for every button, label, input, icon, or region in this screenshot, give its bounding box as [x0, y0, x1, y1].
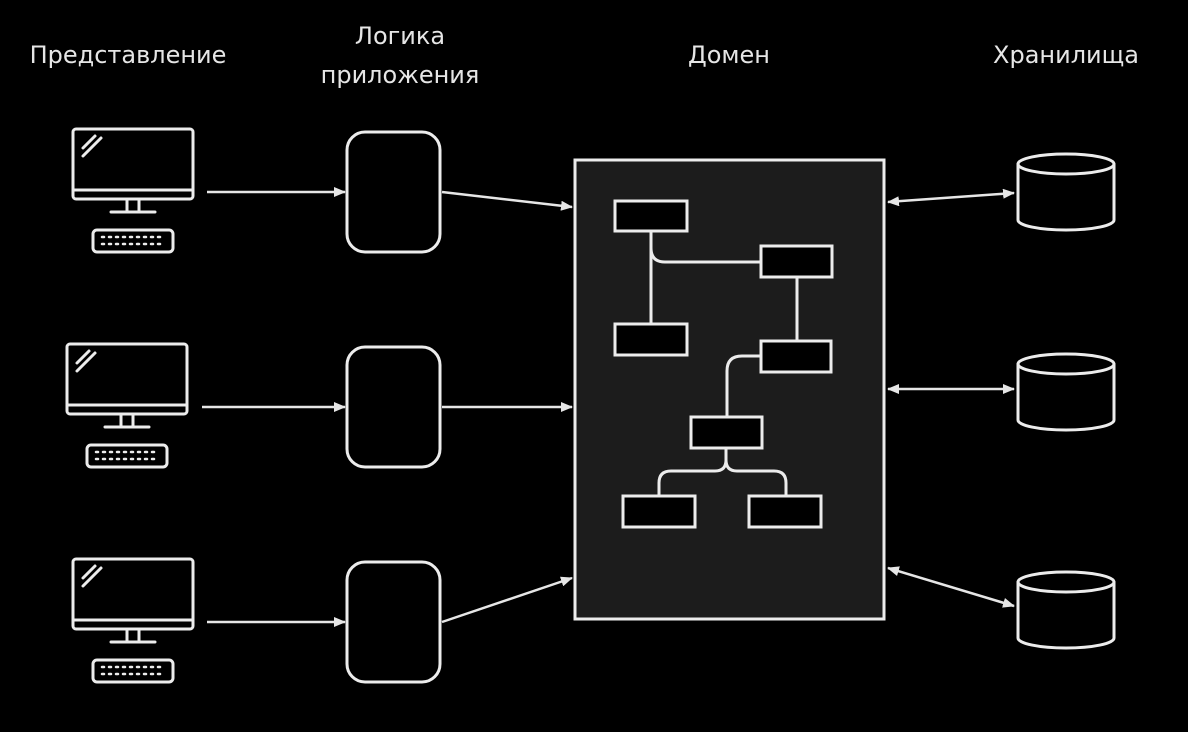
- column-label-storage: Хранилища: [993, 41, 1139, 69]
- app-logic-block: [345, 130, 442, 254]
- database-icon: [1016, 152, 1116, 232]
- domain-object: [759, 339, 833, 374]
- domain-object: [613, 199, 689, 233]
- column-label-domain: Домен: [688, 41, 770, 69]
- computer-icon: [71, 557, 195, 684]
- domain-object: [613, 322, 689, 357]
- column-label-presentation: Представление: [30, 41, 227, 69]
- domain-object: [689, 415, 764, 450]
- arrow-logic-to-domain: [441, 190, 573, 211]
- arrow-logic-to-domain: [441, 576, 573, 624]
- domain-box: [573, 158, 886, 621]
- column-label-app-logic-line1: Логика: [355, 22, 445, 50]
- arrow-domain-storage: [887, 566, 1015, 608]
- app-logic-block: [345, 560, 442, 684]
- computer-icon: [65, 342, 189, 469]
- domain-object-connectors: [649, 230, 799, 498]
- database-icon: [1016, 352, 1116, 432]
- domain-object: [621, 494, 697, 529]
- computer-icon: [71, 127, 195, 254]
- database-icon: [1016, 570, 1116, 650]
- column-label-app-logic-line2: приложения: [321, 61, 480, 89]
- arrow-domain-storage: [887, 188, 1015, 207]
- domain-object: [747, 494, 823, 529]
- app-logic-block: [345, 345, 442, 469]
- domain-object: [759, 244, 834, 279]
